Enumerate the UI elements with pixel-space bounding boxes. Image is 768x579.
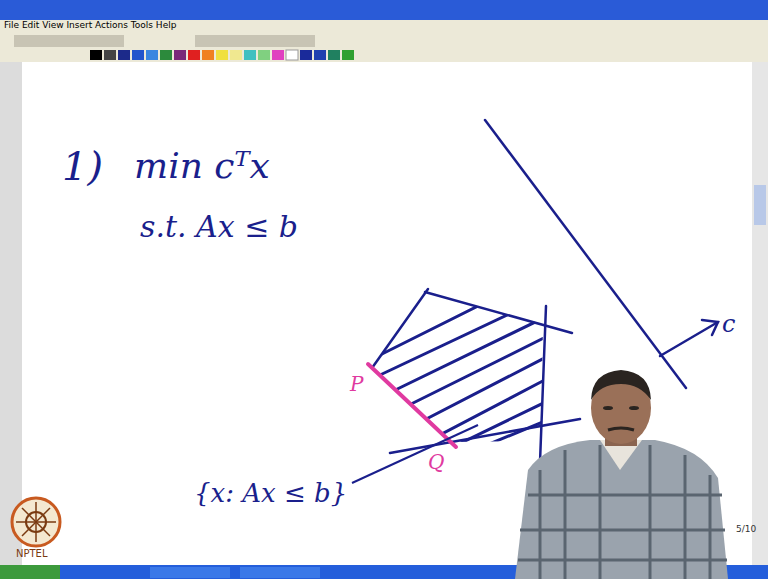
toolbar <box>0 32 768 62</box>
scrollbar <box>752 62 768 565</box>
constraint-text: s.t. Ax ≤ b <box>140 212 298 242</box>
set-label: {x: Ax ≤ b} <box>194 480 347 506</box>
task-button <box>240 567 320 578</box>
objective-text: min cᵀx <box>134 148 270 184</box>
level-line <box>485 120 686 388</box>
toolbar-icons <box>14 35 354 60</box>
point-label: P <box>350 374 363 394</box>
hatching <box>380 275 560 460</box>
item-number: 1) <box>62 146 103 186</box>
start-button <box>0 565 60 579</box>
menu-text: File Edit View Insert Actions Tools Help <box>4 21 176 30</box>
logo <box>12 498 60 546</box>
page-margin <box>0 62 22 565</box>
task-button <box>150 567 230 578</box>
vector-label: c <box>722 312 735 336</box>
lecturer-figure <box>515 370 728 579</box>
point-label: Q <box>428 452 444 472</box>
title-bar <box>0 0 768 20</box>
optimal-edge <box>368 364 456 447</box>
leader-line <box>352 425 478 483</box>
logo-text: NPTEL <box>16 549 48 559</box>
menu-bar <box>0 20 768 32</box>
page-number: 5/10 <box>736 525 756 534</box>
scroll-thumb <box>754 185 766 225</box>
cost-arrow <box>660 320 718 356</box>
constraint-lines <box>372 289 580 462</box>
